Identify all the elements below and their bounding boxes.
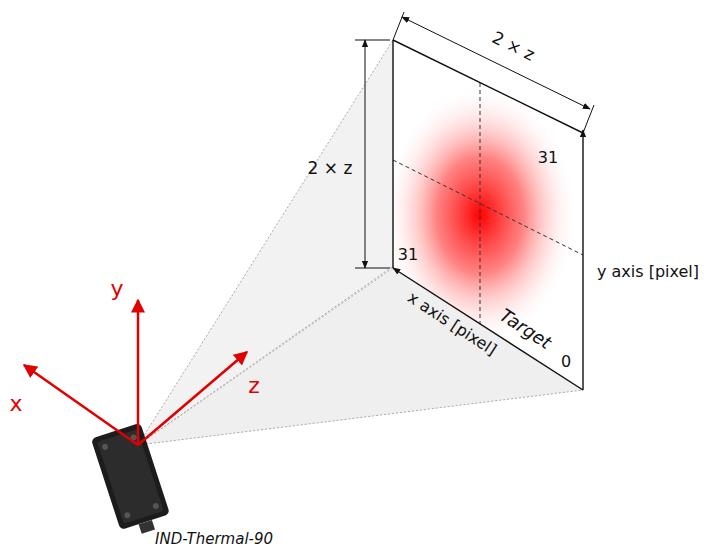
dimension-top [393, 12, 594, 133]
coordinate-axes [24, 300, 247, 445]
dimension-label: 2 × z [489, 28, 537, 64]
plane-edges [393, 40, 583, 390]
axis-name: x [9, 392, 22, 416]
pixel-index: 31 [538, 149, 558, 167]
heat-spot [380, 30, 600, 410]
dimension-label: 2 × z [308, 159, 353, 178]
axis-name: y [110, 277, 123, 301]
pixel-index: 31 [398, 246, 418, 264]
axis-name: z [248, 374, 260, 398]
dimension-left [355, 40, 390, 268]
device-name: IND-Thermal-90 [155, 531, 273, 548]
axis-label: y axis [pixel] [597, 263, 699, 281]
origin-label: 0 [561, 353, 571, 371]
